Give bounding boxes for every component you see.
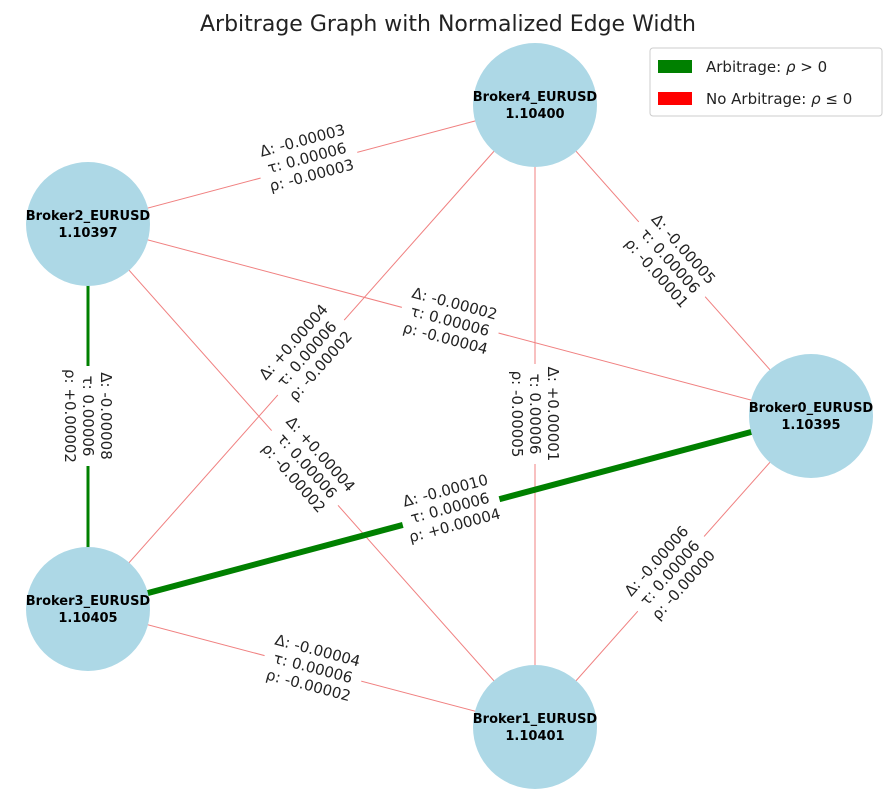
edge-label-delta: Δ: +0.00001 xyxy=(544,367,562,462)
edge-label-rho: ρ: -0.00005 xyxy=(508,371,526,458)
graph-title: Arbitrage Graph with Normalized Edge Wid… xyxy=(200,12,696,37)
legend-frame xyxy=(649,47,883,117)
node-name: Broker4_EURUSD xyxy=(473,90,598,105)
node-name: Broker3_EURUSD xyxy=(26,594,151,609)
edge-label-tau: τ: 0.00006 xyxy=(526,374,544,455)
node-name: Broker1_EURUSD xyxy=(473,712,598,727)
node-name: Broker0_EURUSD xyxy=(749,401,874,416)
edge-label-delta: Δ: -0.00008 xyxy=(97,372,115,460)
node-circle xyxy=(749,354,873,478)
node-price: 1.10397 xyxy=(58,226,117,241)
legend-label-no-arbitrage: No Arbitrage: ρ ≤ 0 xyxy=(706,90,852,108)
edge-label-background xyxy=(251,296,362,410)
node-name: Broker2_EURUSD xyxy=(26,209,151,224)
node-price: 1.10395 xyxy=(781,418,840,433)
node-circle xyxy=(26,162,150,286)
node-broker2-eurusd: Broker2_EURUSD 1.10397 xyxy=(26,162,151,286)
node-price: 1.10401 xyxy=(505,729,564,744)
legend-swatch-arbitrage xyxy=(658,60,692,73)
edge-label-background xyxy=(257,626,370,708)
edge-label-background xyxy=(507,364,565,464)
node-circle xyxy=(26,547,150,671)
edge-label-background xyxy=(252,408,363,522)
edge-label-background xyxy=(393,466,506,548)
legend: Arbitrage: ρ > 0 No Arbitrage: ρ ≤ 0 xyxy=(649,47,883,117)
node-price: 1.10405 xyxy=(58,611,117,626)
edge-label-background xyxy=(394,279,507,361)
node-price: 1.10400 xyxy=(505,107,564,122)
legend-label-arbitrage: Arbitrage: ρ > 0 xyxy=(706,58,827,76)
legend-swatch-no-arbitrage xyxy=(658,92,692,105)
edge-label-background xyxy=(250,116,363,198)
node-broker0-eurusd: Broker0_EURUSD 1.10395 xyxy=(749,354,874,478)
edge-label-tau: τ: 0.00006 xyxy=(79,376,97,457)
node-circle xyxy=(473,43,597,167)
edge-label-background xyxy=(60,366,118,466)
node-broker1-eurusd: Broker1_EURUSD 1.10401 xyxy=(473,665,598,789)
edges-layer xyxy=(86,104,812,728)
edge-label-background xyxy=(615,203,726,317)
node-broker3-eurusd: Broker3_EURUSD 1.10405 xyxy=(26,547,151,671)
edge-label-background xyxy=(614,515,725,629)
node-circle xyxy=(473,665,597,789)
edge-label-rho: ρ: +0.00002 xyxy=(61,369,79,463)
node-broker4-eurusd: Broker4_EURUSD 1.10400 xyxy=(473,43,598,167)
